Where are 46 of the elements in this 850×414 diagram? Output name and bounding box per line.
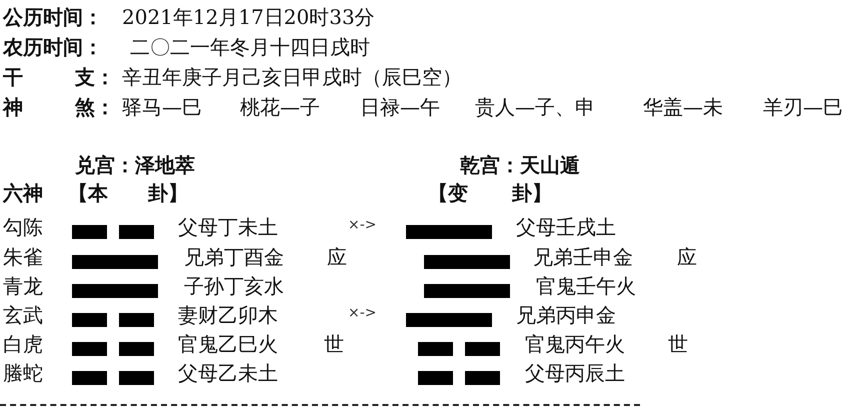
text-label: 贵人—子、申 xyxy=(474,94,596,120)
heading-label: 煞： xyxy=(74,94,116,120)
heading-label: 神 xyxy=(1,94,24,120)
text-label: 辛丑年庚子月己亥日甲戌时（辰巳空） xyxy=(121,64,463,90)
text-label: 日禄—午 xyxy=(359,94,441,120)
text-label: 兄弟丙申金 xyxy=(515,302,617,328)
text-label: 官鬼丙午火 xyxy=(524,331,626,357)
change-marker: ×-> xyxy=(347,304,378,323)
text-label: 官鬼乙巳火 xyxy=(177,331,279,357)
text-label: 二〇二一年冬月十四日戌时 xyxy=(129,34,371,60)
text-label: 妻财乙卯木 xyxy=(177,302,279,328)
heading-label: 卦】 xyxy=(510,180,553,206)
text-label: 朱雀 xyxy=(2,244,44,270)
text-label: 世 xyxy=(323,331,345,357)
text-label: 父母丙辰土 xyxy=(524,360,626,386)
text-label: 官鬼壬午火 xyxy=(535,273,637,299)
text-label: 应 xyxy=(676,244,698,270)
text-label: 桃花—子 xyxy=(239,94,321,120)
text-label: 青龙 xyxy=(2,273,44,299)
text-label: 世 xyxy=(667,331,689,357)
text-label: 驿马—巳 xyxy=(121,94,203,120)
text-label: 玄武 xyxy=(2,302,44,328)
text-label: 勾陈 xyxy=(2,214,44,240)
text-label: 兄弟壬申金 xyxy=(532,244,634,270)
heading-label: 干 xyxy=(2,64,24,90)
text-label: 华盖—未 xyxy=(642,94,724,120)
heading-label: 公历时间： xyxy=(2,4,104,30)
text-label: 应 xyxy=(326,244,348,270)
text-label: 父母乙未土 xyxy=(177,360,279,386)
text-label: 羊刃—巳 xyxy=(762,94,844,120)
change-marker: ×-> xyxy=(347,216,378,235)
text-label: 螣蛇 xyxy=(2,360,44,386)
text-label: 父母壬戌土 xyxy=(515,214,617,240)
heading-label: 农历时间： xyxy=(2,34,104,60)
text-label: 父母丁未土 xyxy=(177,214,279,240)
heading-label: 卦】 xyxy=(146,180,189,206)
heading-label: 六神 xyxy=(2,180,44,206)
heading-label: 【本 xyxy=(67,180,109,206)
heading-label: 兑宫：泽地萃 xyxy=(74,152,196,178)
text-label: 2021年12月17日20时33分 xyxy=(121,4,376,30)
text-label: 白虎 xyxy=(2,331,44,357)
heading-label: 【变 xyxy=(427,180,469,206)
heading-label: 乾宫：天山遁 xyxy=(459,152,581,178)
text-label: 子孙丁亥水 xyxy=(183,273,285,299)
heading-label: 支： xyxy=(74,64,116,90)
text-label: 兄弟丁酉金 xyxy=(183,244,285,270)
